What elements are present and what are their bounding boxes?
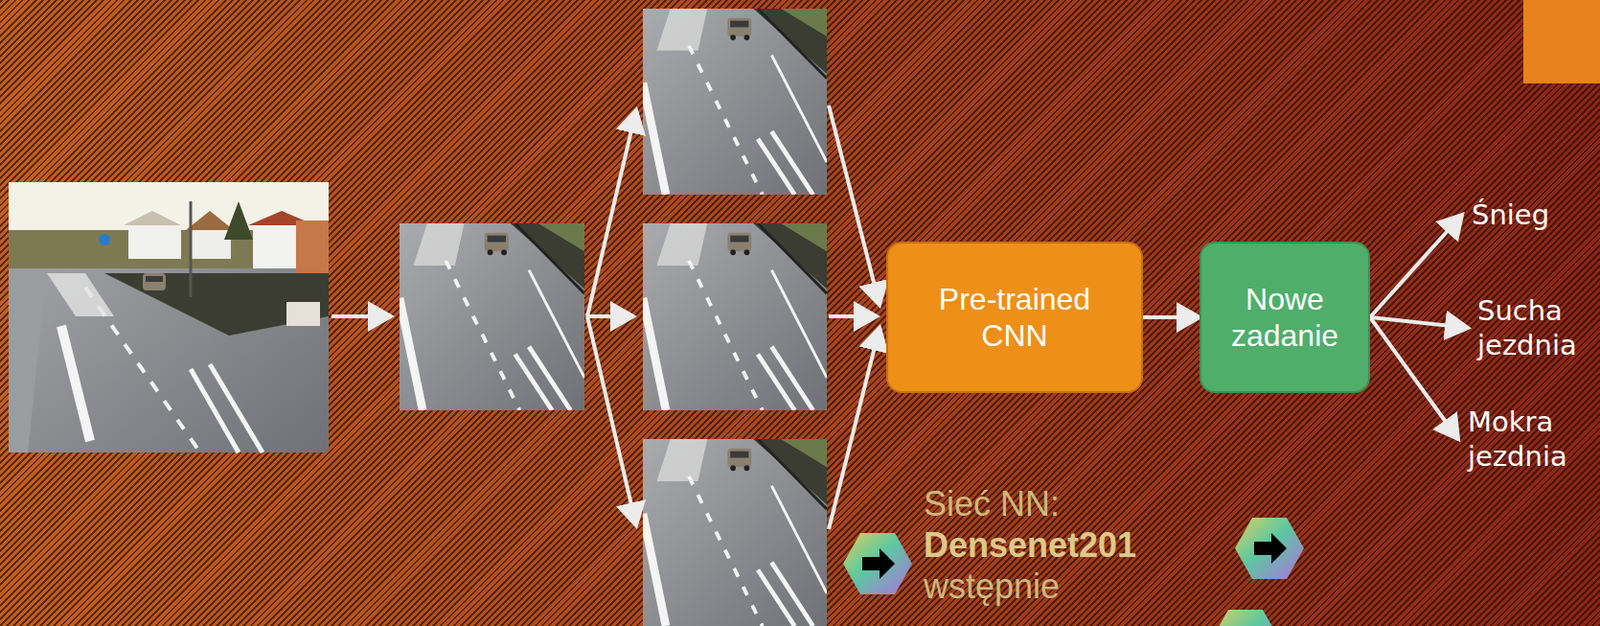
output-class: Śnieg bbox=[1471, 197, 1550, 232]
network-note: Sieć NN:Densenet201wstępnie bbox=[923, 482, 1137, 607]
node-text: Śnieg bbox=[1471, 197, 1550, 232]
node-text: Mokra jezdnia bbox=[1467, 404, 1568, 474]
flow-arrow bbox=[1142, 315, 1200, 320]
node-text: Pre-trained CNN bbox=[916, 280, 1114, 354]
note-text: Densenet201 bbox=[923, 524, 1137, 566]
note-text: Sieć NN: bbox=[923, 482, 1137, 525]
output-class: Sucha jezdnia bbox=[1477, 293, 1578, 363]
flow-arrow bbox=[1370, 317, 1459, 439]
flow-arrow bbox=[1370, 317, 1468, 328]
process-box: Nowe zadanie bbox=[1199, 241, 1371, 393]
note-text: wstępnie bbox=[923, 565, 1137, 607]
node-text: Sucha jezdnia bbox=[1477, 293, 1578, 363]
flow-arrow bbox=[1370, 214, 1463, 318]
output-class: Mokra jezdnia bbox=[1467, 404, 1568, 474]
node-text: Nowe zadanie bbox=[1212, 280, 1357, 354]
process-box: Pre-trained CNN bbox=[886, 241, 1143, 393]
